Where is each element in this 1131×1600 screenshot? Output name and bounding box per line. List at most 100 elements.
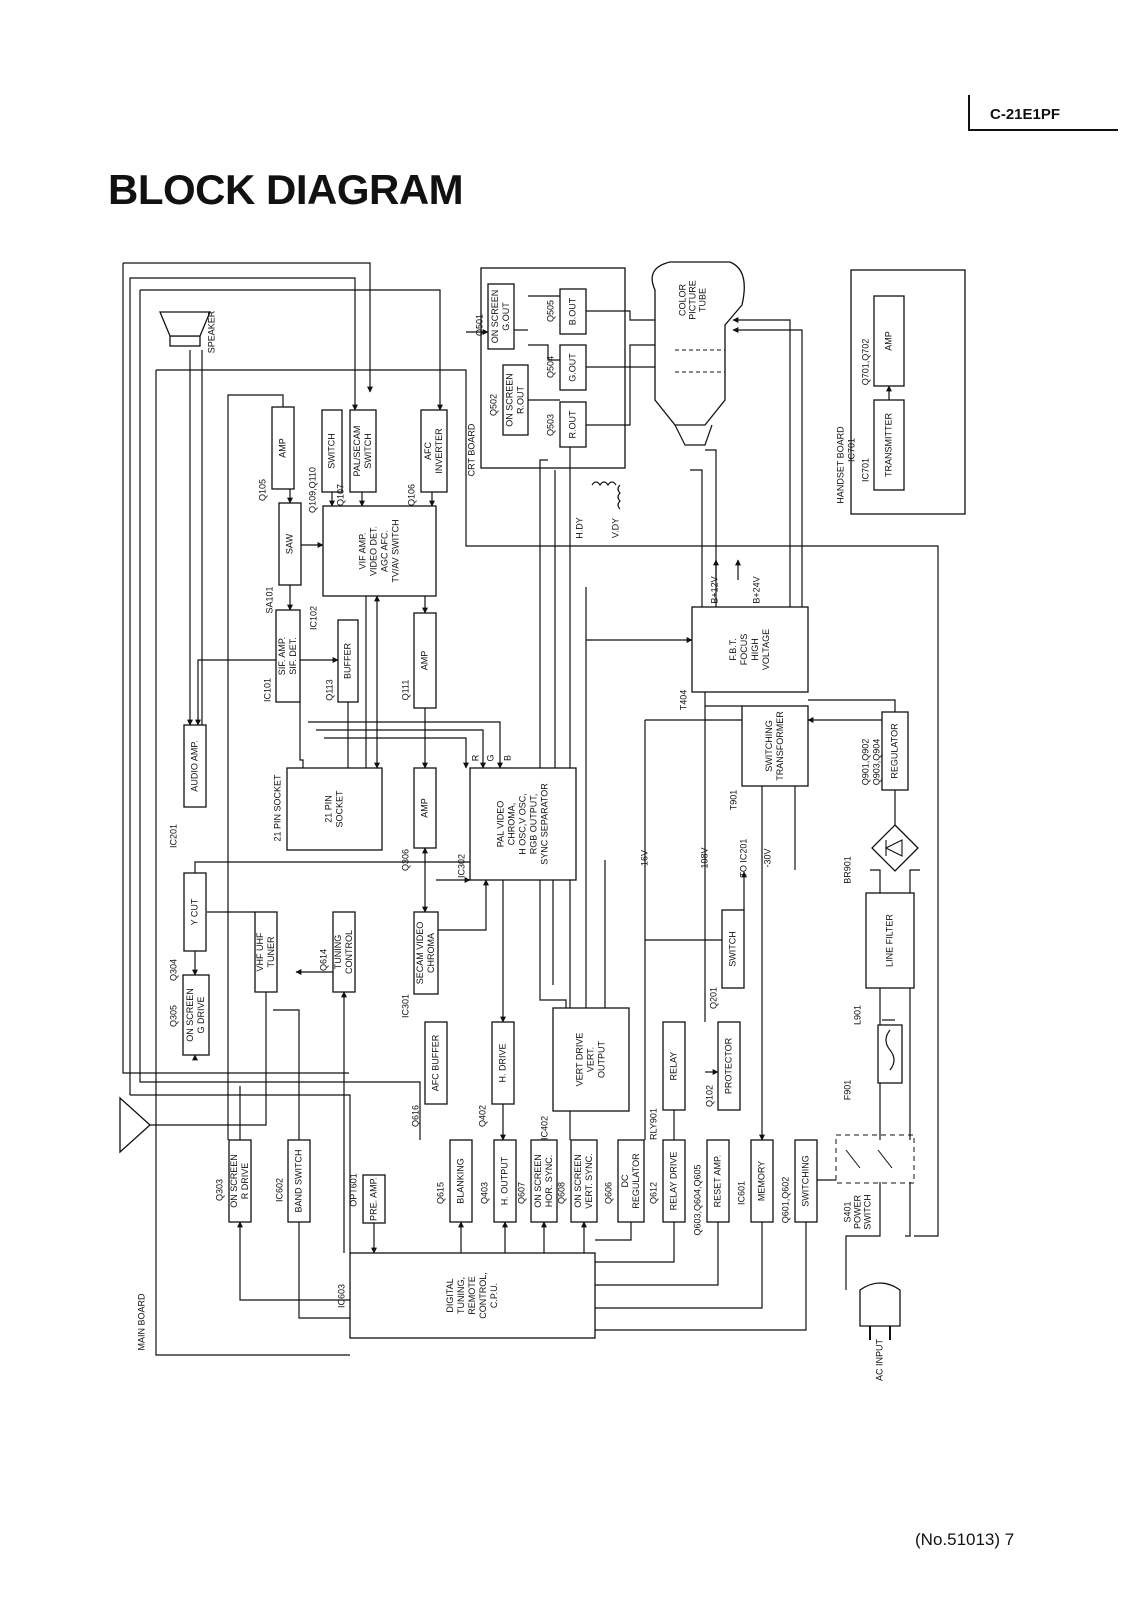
signal-line	[595, 1222, 675, 1263]
switching-cpu-label: SWITCHING	[800, 1155, 810, 1207]
on-screen-rout-label: ON SCREEN	[504, 373, 514, 427]
on-screen-vert-sync-ref: Q608	[556, 1182, 566, 1204]
protector-ref: Q102	[704, 1085, 714, 1107]
vert-drive-label: OUTPUT	[596, 1041, 606, 1079]
cpu-label: REMOTE	[467, 1276, 477, 1315]
switch-q201-label: SWITCH	[727, 931, 737, 967]
transmitter-label: TRANSMITTER	[883, 413, 893, 477]
signal-line	[316, 729, 486, 769]
pal-secam-switch-block	[349, 409, 377, 493]
crt-tube-icon	[651, 261, 745, 426]
signal-line	[438, 879, 489, 931]
signal-line	[905, 1182, 911, 1237]
crt-board-outline	[480, 267, 626, 469]
model-number: C-21E1PF	[990, 106, 1061, 123]
switch-q109-block	[321, 409, 343, 493]
signal-line	[845, 1182, 881, 1290]
secam-video-label: SECAM VIDEO	[415, 922, 425, 985]
band-switch-block	[287, 1139, 311, 1223]
transmitter-block	[873, 399, 905, 491]
dc-regulator-ref: Q606	[603, 1182, 613, 1204]
pal-video-label: PAL VIDEO	[495, 801, 505, 848]
b-out-ref: Q505	[545, 300, 555, 322]
vif-label: AGC AFC.	[379, 530, 389, 572]
signal-line	[195, 659, 276, 726]
yoke-coil-icon	[617, 484, 621, 510]
crt-label: TUBE	[697, 288, 707, 312]
signal-line	[201, 350, 206, 761]
v108-label: 108V	[699, 847, 709, 868]
page-title: BLOCK DIAGRAM	[108, 166, 464, 213]
signal-line	[539, 880, 567, 1008]
vert-drive-ref: IC402	[539, 1116, 549, 1140]
speaker-icon	[169, 335, 201, 347]
on-screen-r-drive-block	[228, 1139, 252, 1223]
r-out-block	[559, 401, 587, 448]
relay-block	[662, 1021, 686, 1111]
sif-block	[275, 609, 301, 703]
tuner-label: VHF UHF	[255, 932, 265, 971]
fbt-label: F.B.T.	[728, 638, 738, 661]
h-dy-label: H.DY	[574, 517, 584, 539]
saw-label: SAW	[284, 533, 294, 554]
audio-amp-ref: IC201	[168, 824, 178, 848]
fuse-icon	[877, 1024, 903, 1084]
crt-neck	[674, 424, 713, 446]
h-output-ref: Q403	[479, 1182, 489, 1204]
amp-q105-block	[271, 406, 295, 490]
signal-line	[140, 289, 443, 411]
line-filter-label: LINE FILTER	[884, 914, 894, 967]
switching-transformer-label: TRANSFORMER	[775, 711, 785, 781]
switching-transformer-ref: T901	[728, 790, 738, 811]
on-screen-vert-sync-block	[570, 1139, 598, 1223]
pal-video-label: RGB OUTPUT,	[528, 794, 538, 855]
amp-q306-label: AMP	[419, 798, 429, 818]
y-cut-block	[183, 872, 207, 952]
pal-video-block	[469, 767, 577, 881]
secam-video-ref: IC301	[400, 994, 410, 1018]
fbt-block	[691, 606, 809, 693]
buffer-label: BUFFER	[342, 642, 352, 679]
dc-regulator-label: DC	[620, 1174, 630, 1187]
fbt-label: HIGH	[750, 638, 760, 661]
ac-plug-icon	[859, 1282, 901, 1327]
on-screen-g-drive-block	[182, 974, 210, 1056]
pal-video-ref: IC302	[456, 854, 466, 878]
on-screen-g-drive-ref: Q305	[168, 1005, 178, 1027]
r-out-ref: Q503	[545, 414, 555, 436]
saw-ref: SA101	[264, 586, 274, 613]
pre-amp-ref: OPT601	[348, 1173, 358, 1207]
bridge-ref: BR901	[842, 856, 852, 884]
signal-line	[237, 1221, 350, 1301]
vert-drive-label: VERT DRIVE	[574, 1033, 584, 1087]
dc-regulator-block	[617, 1139, 645, 1223]
afc-buffer-ref: Q616	[410, 1105, 420, 1127]
memory-label: MEMORY	[756, 1161, 766, 1201]
amp-q105-label: AMP	[277, 438, 287, 458]
model-rule	[968, 129, 1118, 131]
vert-drive-label: VERT.	[585, 1047, 595, 1072]
switching-cpu-ref: Q601,Q602	[780, 1177, 790, 1224]
fuse-icon	[885, 1029, 895, 1071]
signal-line	[705, 449, 717, 607]
blanking-ref: Q615	[435, 1182, 445, 1204]
signal-line	[595, 1222, 719, 1286]
on-screen-gout-block	[487, 283, 515, 350]
antenna-icon	[119, 1096, 151, 1154]
afc-inverter-block	[420, 409, 448, 493]
signal-line	[123, 262, 373, 393]
pal-video-label: SYNC SEPARATOR	[539, 783, 549, 865]
pal-video-label: CHROMA,	[506, 803, 516, 846]
pal-video-label: H OSC,V OSC,	[517, 793, 527, 855]
afc-inverter-label: INVERTER	[434, 428, 444, 474]
socket-label: SOCKET	[334, 790, 344, 828]
sif-label: SIF. AMP.	[277, 637, 287, 675]
g-out-block	[559, 344, 587, 391]
buffer-ref: Q113	[324, 679, 334, 700]
relay-drive-block	[662, 1139, 686, 1223]
audio-amp-label: AUDIO AMP.	[189, 740, 199, 791]
signal-line	[324, 737, 469, 769]
relay-drive-label: RELAY DRIVE	[668, 1152, 678, 1211]
amp-q306-ref: Q306	[400, 849, 410, 871]
